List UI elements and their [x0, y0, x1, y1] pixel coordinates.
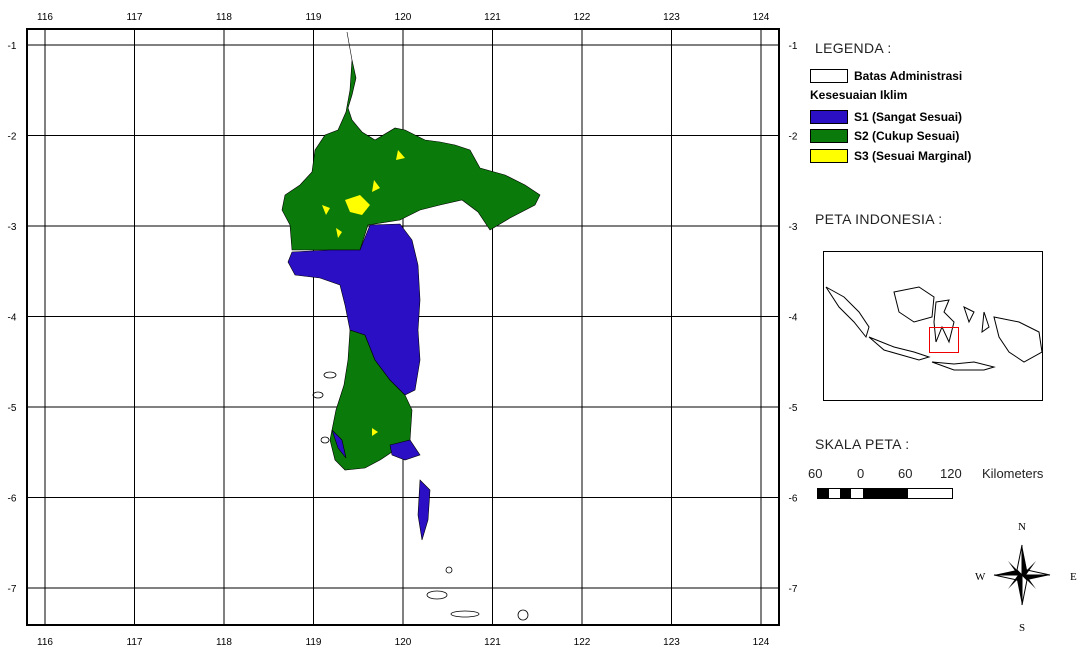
longitude-label: 122 — [574, 637, 591, 648]
latitude-label: -2 — [789, 132, 798, 143]
latitude-label: -6 — [8, 494, 17, 505]
longitude-label: 119 — [306, 637, 322, 648]
latitude-label: -1 — [789, 41, 798, 52]
s2-swatch — [810, 129, 848, 143]
latitude-label: -6 — [789, 494, 798, 505]
longitude-label: 124 — [753, 12, 770, 23]
legend-item-label: S2 (Cukup Sesuai) — [854, 129, 960, 143]
legend-item-s3: S3 (Sesuai Marginal) — [810, 149, 971, 163]
compass-south: S — [1019, 622, 1026, 634]
scale-label-120: 120 — [940, 466, 962, 481]
compass-west: W — [975, 571, 986, 583]
latitude-label: -7 — [789, 584, 798, 595]
scale-title: SKALA PETA : — [815, 436, 910, 452]
region-s2-north — [281, 31, 541, 251]
region-s1-south — [331, 429, 431, 541]
longitude-label: 122 — [574, 12, 591, 23]
longitude-label: 118 — [216, 12, 232, 23]
legend-item-s1: S1 (Sangat Sesuai) — [810, 110, 962, 124]
scale-label-60-left: 60 — [808, 466, 823, 481]
longitude-label: 116 — [37, 12, 53, 23]
legend-item-label: S1 (Sangat Sesuai) — [854, 110, 963, 124]
compass-rose-icon — [993, 544, 1051, 606]
region-s1 — [287, 223, 421, 396]
legend-subtitle: Kesesuaian Iklim — [810, 88, 908, 102]
longitude-label: 121 — [484, 637, 501, 648]
compass-north: N — [1018, 521, 1026, 533]
latitude-label: -2 — [8, 132, 17, 143]
longitude-label: 117 — [127, 12, 143, 23]
s1-swatch — [810, 110, 848, 124]
longitude-label: 119 — [306, 12, 322, 23]
longitude-label: 123 — [663, 637, 680, 648]
longitude-label: 123 — [663, 12, 680, 23]
scale-label-60: 60 — [898, 466, 913, 481]
inset-title: PETA INDONESIA : — [815, 211, 943, 227]
latitude-label: -5 — [789, 403, 798, 414]
s3-swatch — [810, 149, 848, 163]
longitude-label: 117 — [127, 637, 143, 648]
longitude-label: 120 — [395, 637, 412, 648]
latitude-label: -5 — [8, 403, 17, 414]
sulawesi-highlight-frame — [929, 327, 959, 353]
scale-bar — [817, 488, 953, 499]
indonesia-inset-map — [823, 251, 1043, 401]
legend-item-s2: S2 (Cukup Sesuai) — [810, 129, 959, 143]
tick-labels: 116 116 117 117 118 118 119 119 120 120 121 121 122 1… — [8, 12, 798, 648]
legend-admin-label: Batas Administrasi — [854, 69, 963, 83]
longitude-label: 116 — [37, 637, 53, 648]
scale-unit: Kilometers — [982, 466, 1044, 481]
scale-label-0: 0 — [857, 466, 865, 481]
legend-admin-row: Batas Administrasi — [810, 69, 962, 83]
latitude-label: -3 — [8, 222, 17, 233]
latitude-label: -4 — [8, 313, 17, 324]
legend-title: LEGENDA : — [815, 40, 892, 56]
latitude-label: -7 — [8, 584, 17, 595]
admin-boundary-swatch — [810, 69, 848, 83]
longitude-label: 121 — [484, 12, 501, 23]
latitude-label: -1 — [8, 41, 17, 52]
region-s3 — [322, 150, 405, 436]
indonesia-outline — [825, 286, 1042, 371]
longitude-label: 120 — [395, 12, 412, 23]
small-islands — [312, 371, 529, 621]
latitude-label: -3 — [789, 222, 798, 233]
legend-item-label: S3 (Sesuai Marginal) — [854, 149, 972, 163]
longitude-label: 118 — [216, 637, 232, 648]
compass-east: E — [1070, 571, 1077, 583]
sulawesi-map — [281, 31, 541, 621]
latitude-label: -4 — [789, 313, 798, 324]
longitude-label: 124 — [753, 637, 770, 648]
